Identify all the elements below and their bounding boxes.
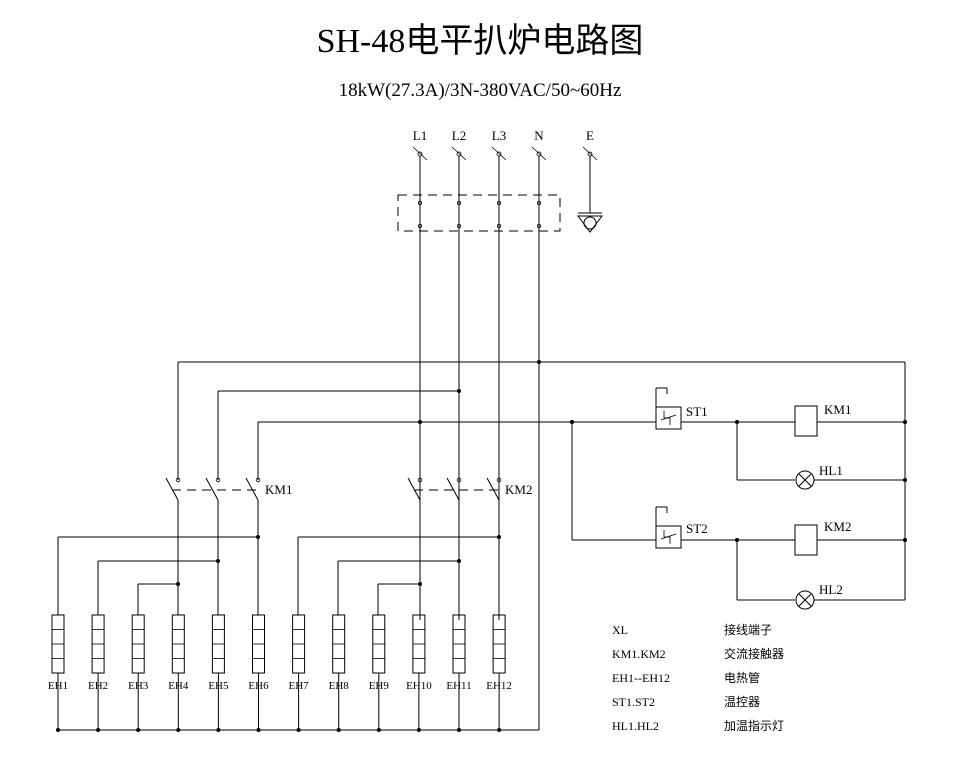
heater-label: EH2	[88, 680, 108, 692]
legend-code-2: KM1.KM2	[612, 647, 666, 661]
heater-label: EH4	[168, 680, 189, 692]
legend-desc-4: 温控器	[724, 695, 760, 709]
contactor-km1-label: KM1	[265, 482, 292, 497]
coil-km1	[794, 405, 905, 437]
junction-dots	[418, 360, 907, 542]
heater-eh10: EH10	[406, 614, 432, 732]
terminal-block-xl	[397, 194, 561, 232]
coil-km1-label: KM1	[824, 402, 851, 417]
supply-terminals	[412, 146, 598, 161]
legend-desc-5: 加温指示灯	[724, 718, 784, 733]
supply-label-e: E	[586, 128, 594, 143]
legend-desc-2: 交流接触器	[724, 646, 784, 661]
heater-label: EH12	[486, 680, 512, 692]
thermostat-st1-label: ST1	[686, 404, 708, 419]
heater-feed-wires	[57, 535, 501, 615]
earth-ground-icon	[577, 212, 603, 233]
lamp-hl2	[736, 540, 905, 610]
heater-eh11: EH11	[446, 614, 472, 732]
legend-desc-1: 接线端子	[724, 622, 772, 637]
heater-eh9: EH9	[369, 614, 390, 732]
legend-code-4: ST1.ST2	[612, 695, 655, 709]
coil-km2-label: KM2	[824, 519, 851, 534]
heater-label: EH11	[446, 680, 471, 692]
heater-label: EH10	[406, 680, 432, 692]
legend-code-1: XL	[612, 623, 628, 637]
heater-eh5: EH5	[208, 614, 229, 732]
thermostat-st1	[655, 387, 795, 430]
heater-label: EH8	[329, 680, 350, 692]
lamp-hl1	[736, 422, 905, 490]
lamp-hl1-label: HL1	[819, 463, 843, 478]
supply-label-l2: L2	[452, 128, 466, 143]
heater-elements: EH1 EH2 EH3 EH4 EH5 EH6 EH7 EH8 EH9 EH10 EH11 EH12	[48, 614, 512, 732]
diagram-title: SH-48电平扒炉电路图	[317, 22, 644, 60]
distribution-wires	[177, 361, 906, 600]
heater-label: EH9	[369, 680, 390, 692]
thermostat-st2-label: ST2	[686, 521, 708, 536]
supply-label-n: N	[534, 128, 544, 143]
legend-code-3: EH1--EH12	[612, 671, 670, 685]
heater-label: EH6	[248, 680, 269, 692]
lamp-hl2-label: HL2	[819, 582, 843, 597]
contactor-km2	[407, 477, 502, 501]
heater-label: EH3	[128, 680, 149, 692]
heater-label: EH1	[48, 680, 68, 692]
legend-desc-3: 电热管	[724, 670, 760, 685]
heater-eh6: EH6	[248, 614, 269, 732]
supply-lines	[419, 156, 591, 730]
heater-eh1: EH1	[48, 614, 68, 732]
diagram-subtitle: 18kW(27.3A)/3N-380VAC/50~60Hz	[339, 80, 622, 101]
heater-eh7: EH7	[289, 614, 310, 732]
heater-eh12: EH12	[486, 614, 512, 732]
legend: XL 接线端子 KM1.KM2 交流接触器 EH1--EH12 电热管 ST1.…	[612, 622, 784, 733]
thermostat-st2	[655, 506, 795, 549]
supply-label-l1: L1	[413, 128, 427, 143]
contactor-km1	[165, 477, 261, 615]
heater-label: EH5	[208, 680, 229, 692]
heater-eh3: EH3	[128, 614, 149, 732]
heater-eh4: EH4	[168, 614, 189, 732]
legend-code-5: HL1.HL2	[612, 719, 659, 733]
heater-eh8: EH8	[329, 614, 350, 732]
supply-label-l3: L3	[492, 128, 506, 143]
heater-eh2: EH2	[88, 614, 108, 732]
coil-km2	[794, 524, 905, 556]
contactor-km2-label: KM2	[505, 482, 532, 497]
heater-label: EH7	[289, 680, 310, 692]
